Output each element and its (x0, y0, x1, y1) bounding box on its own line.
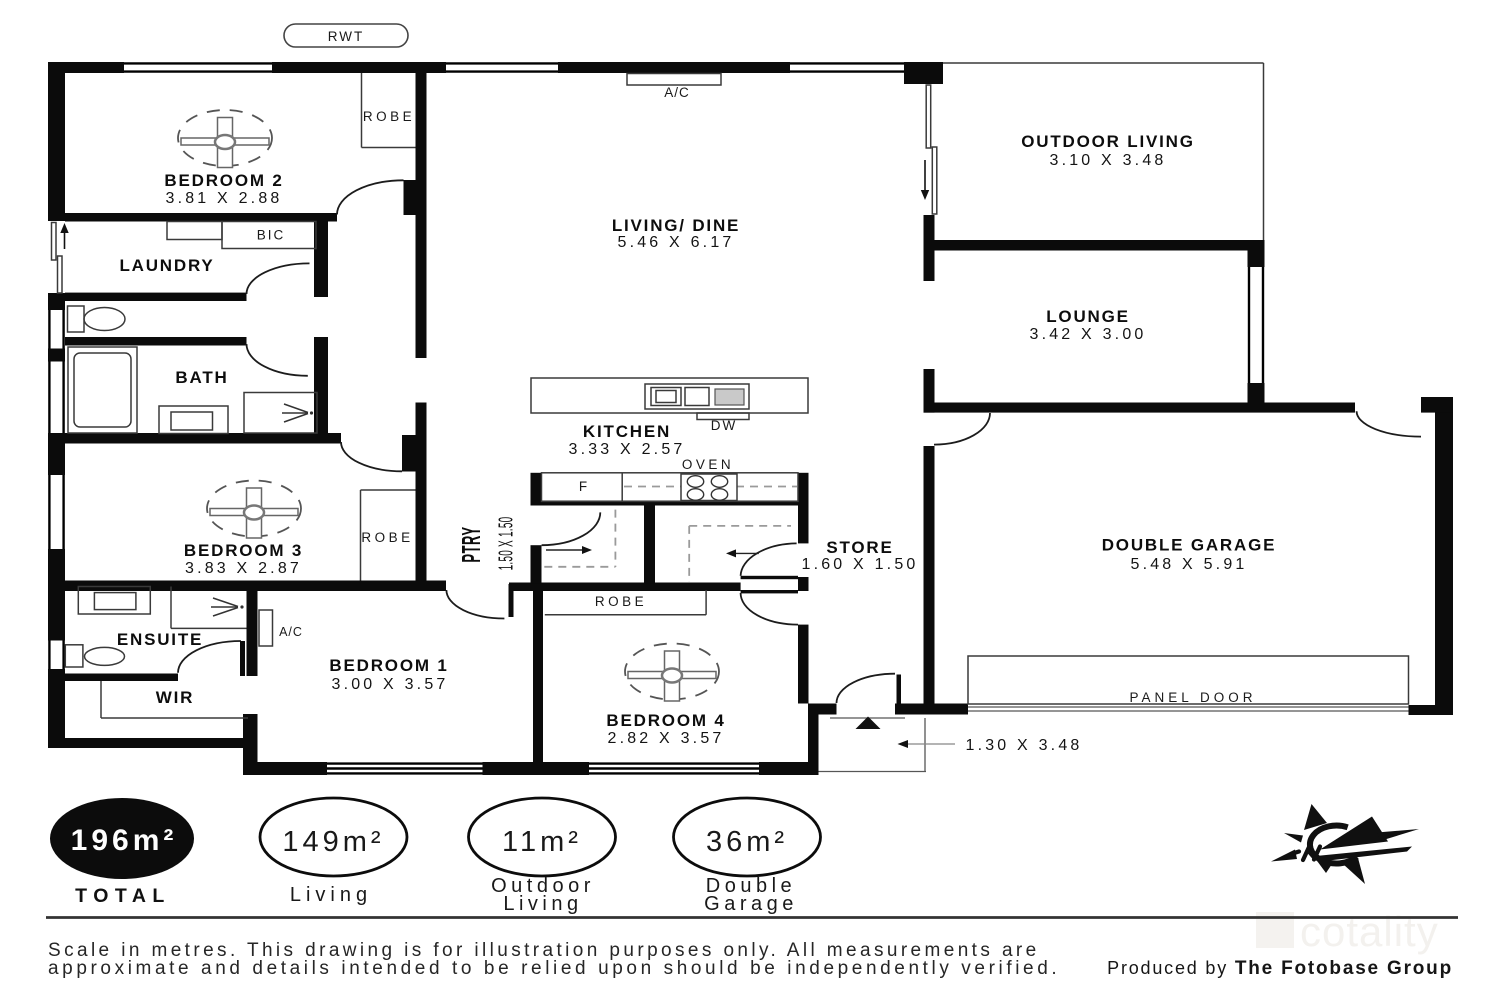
svg-text:BEDROOM 3: BEDROOM 3 (184, 541, 303, 560)
svg-text:A/C: A/C (664, 85, 690, 100)
svg-text:ROBE: ROBE (361, 530, 413, 545)
svg-text:3.10 X 3.48: 3.10 X 3.48 (1049, 152, 1166, 169)
svg-text:149m²: 149m² (282, 826, 384, 858)
svg-text:BEDROOM 1: BEDROOM 1 (329, 656, 448, 675)
svg-text:BEDROOM 4: BEDROOM 4 (606, 711, 725, 730)
svg-text:OUTDOOR LIVING: OUTDOOR LIVING (1021, 132, 1194, 151)
svg-text:196m²: 196m² (71, 824, 178, 857)
svg-text:DOUBLE GARAGE: DOUBLE GARAGE (1102, 536, 1277, 555)
svg-text:5.46 X 6.17: 5.46 X 6.17 (617, 234, 734, 251)
svg-text:3.42 X 3.00: 3.42 X 3.00 (1029, 326, 1146, 343)
svg-text:3.81 X 2.88: 3.81 X 2.88 (165, 190, 282, 207)
svg-text:11m²: 11m² (502, 826, 582, 858)
svg-text:TOTAL: TOTAL (75, 885, 171, 907)
svg-text:ENSUITE: ENSUITE (117, 630, 203, 649)
svg-text:PANEL DOOR: PANEL DOOR (1129, 690, 1256, 705)
svg-text:BATH: BATH (175, 368, 228, 387)
svg-text:2.82 X 3.57: 2.82 X 3.57 (607, 730, 724, 747)
svg-text:36m²: 36m² (706, 826, 788, 858)
svg-text:approximate and details intend: approximate and details intended to be r… (48, 958, 1060, 979)
svg-text:5.48 X 5.91: 5.48 X 5.91 (1130, 556, 1247, 573)
svg-text:DW: DW (711, 418, 738, 433)
svg-text:ROBE: ROBE (363, 109, 415, 124)
svg-text:OVEN: OVEN (682, 457, 734, 472)
svg-text:Garage: Garage (704, 893, 798, 915)
svg-text:LOUNGE: LOUNGE (1046, 307, 1130, 326)
svg-text:1.50 X 1.50: 1.50 X 1.50 (496, 517, 518, 571)
svg-text:KITCHEN: KITCHEN (583, 422, 671, 441)
svg-text:A/C: A/C (279, 625, 303, 639)
svg-text:ROBE: ROBE (595, 594, 647, 609)
svg-text:Living: Living (503, 893, 582, 915)
svg-text:1.30 X 3.48: 1.30 X 3.48 (965, 737, 1082, 754)
svg-text:BIC: BIC (257, 228, 286, 243)
svg-text:Produced by The Fotobase Group: Produced by The Fotobase Group (1107, 958, 1453, 979)
svg-text:Double: Double (706, 875, 796, 897)
svg-text:F: F (579, 479, 587, 494)
svg-text:LAUNDRY: LAUNDRY (119, 256, 214, 275)
svg-text:Scale in metres. This drawing: Scale in metres. This drawing is for ill… (48, 940, 1040, 961)
svg-text:Outdoor: Outdoor (491, 875, 595, 897)
svg-text:PTRY: PTRY (457, 526, 486, 562)
svg-text:Living: Living (290, 884, 372, 906)
svg-text:3.83 X 2.87: 3.83 X 2.87 (185, 560, 302, 577)
svg-text:LIVING/ DINE: LIVING/ DINE (612, 216, 740, 235)
svg-text:STORE: STORE (826, 538, 893, 557)
svg-text:1.60 X 1.50: 1.60 X 1.50 (801, 556, 918, 573)
svg-text:3.33 X 2.57: 3.33 X 2.57 (568, 441, 685, 458)
svg-text:cotality: cotality (1300, 908, 1439, 955)
svg-text:3.00 X 3.57: 3.00 X 3.57 (331, 676, 448, 693)
svg-text:WIR: WIR (156, 688, 194, 707)
svg-text:RWT: RWT (328, 29, 365, 44)
svg-text:BEDROOM 2: BEDROOM 2 (164, 171, 283, 190)
